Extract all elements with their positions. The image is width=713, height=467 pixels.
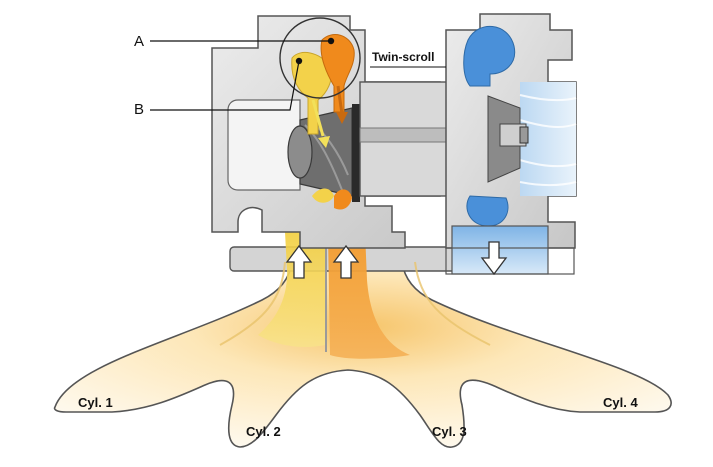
compressor-housing	[445, 13, 577, 275]
flow-arrow-icon	[311, 99, 325, 137]
label-cyl-4: Cyl. 4	[603, 395, 638, 410]
up-arrow-icon	[332, 244, 360, 279]
leader-line-b	[150, 60, 300, 111]
label-cyl-1: Cyl. 1	[78, 395, 113, 410]
label-cyl-3: Cyl. 3	[432, 424, 467, 439]
label-cyl-2: Cyl. 2	[246, 424, 281, 439]
twin-scroll-detail-circle	[279, 17, 361, 99]
exhaust-manifold	[53, 232, 672, 448]
label-a: A	[134, 33, 145, 50]
up-arrow-icon	[285, 244, 313, 279]
label-twin-scroll: Twin-scroll	[372, 50, 435, 64]
label-b: B	[134, 101, 145, 118]
down-arrow-icon	[480, 241, 508, 276]
compressor-wheel	[487, 95, 529, 183]
